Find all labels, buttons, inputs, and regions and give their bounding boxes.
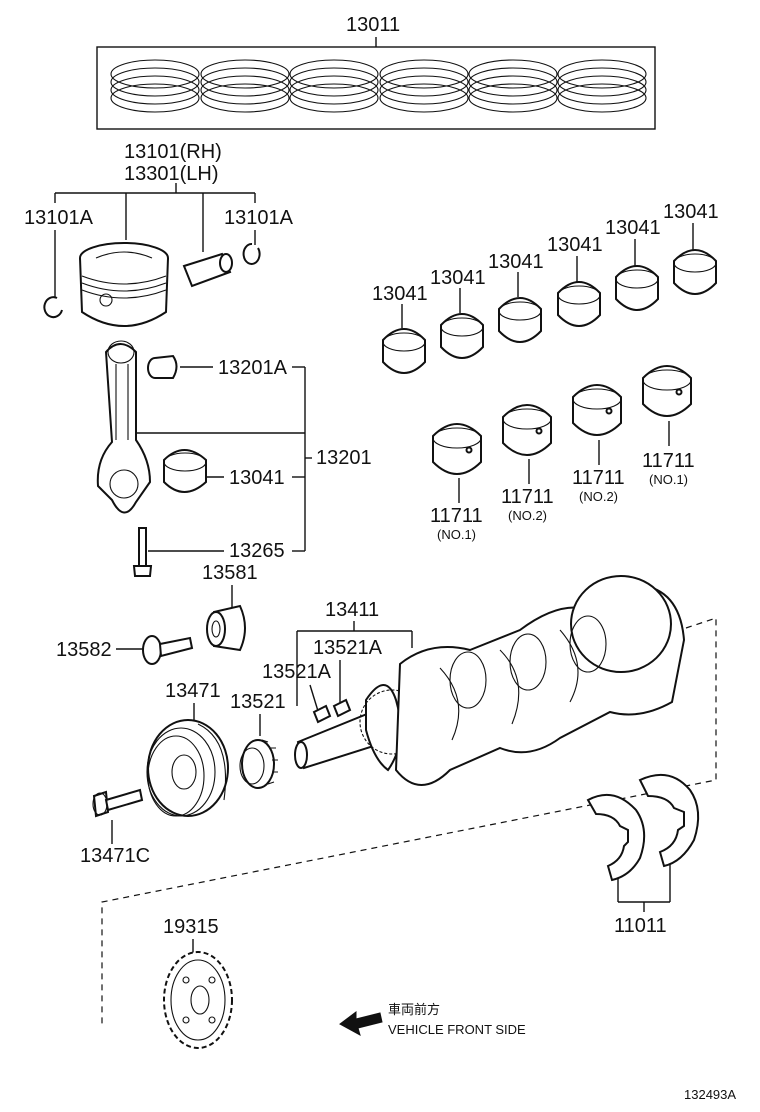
piston-pin bbox=[182, 252, 233, 288]
main-bearings: 11711 (NO.1) 11711 (NO.2) 11711 (NO.2) 1… bbox=[430, 365, 695, 542]
pulley-group: 13471 13521 13471C bbox=[80, 680, 286, 867]
label-11711-b: 11711 bbox=[501, 486, 554, 508]
label-13582: 13582 bbox=[56, 639, 112, 661]
note-11711-b: (NO.2) bbox=[508, 508, 547, 523]
crank-pulley bbox=[146, 719, 229, 817]
figure-id: 132493A bbox=[684, 1087, 736, 1102]
label-11011: 11011 bbox=[614, 915, 667, 937]
signal-plate bbox=[163, 951, 233, 1049]
piston-group: 13101(RH) 13301(LH) 13101A 13101A bbox=[24, 141, 294, 327]
label-11711-a: 11711 bbox=[430, 505, 483, 527]
label-13471: 13471 bbox=[165, 680, 221, 702]
label-13201a: 13201A bbox=[218, 357, 288, 379]
bolt-13582 bbox=[142, 635, 194, 665]
label-13471c: 13471C bbox=[80, 845, 150, 867]
label-13581: 13581 bbox=[202, 562, 258, 584]
front-label-en: VEHICLE FRONT SIDE bbox=[388, 1022, 526, 1037]
connecting-rod-group: 13201A 13201 13041 13265 bbox=[96, 340, 372, 577]
washer-plate-13581 bbox=[206, 604, 246, 652]
piston bbox=[79, 242, 169, 327]
label-13041-b4: 13041 bbox=[547, 234, 603, 256]
label-13201: 13201 bbox=[316, 447, 372, 469]
vehicle-front-indicator: 車両前方 VEHICLE FRONT SIDE bbox=[339, 1002, 526, 1037]
crankshaft-group: 13411 13521A 13521A bbox=[262, 575, 686, 786]
front-label-jp: 車両前方 bbox=[388, 1002, 440, 1017]
label-13265: 13265 bbox=[229, 540, 285, 562]
plate-and-bolt: 13581 13582 bbox=[56, 562, 258, 665]
note-11711-d: (NO.1) bbox=[649, 472, 688, 487]
timing-gear bbox=[239, 739, 278, 789]
label-13521: 13521 bbox=[230, 691, 286, 713]
conrod-bearing bbox=[163, 449, 207, 493]
signal-plate-group: 19315 bbox=[163, 916, 233, 1049]
label-13041-b3: 13041 bbox=[488, 251, 544, 273]
label-13411: 13411 bbox=[325, 599, 379, 621]
label-13101a-right: 13101A bbox=[224, 207, 294, 229]
bearing-shells: 13041 13041 13041 13041 13041 13041 bbox=[372, 201, 719, 374]
label-19315: 19315 bbox=[163, 916, 219, 938]
note-11711-a: (NO.1) bbox=[437, 527, 476, 542]
crankshaft bbox=[294, 575, 686, 786]
thrust-washers: 11011 bbox=[586, 773, 700, 937]
label-13041-conrod: 13041 bbox=[229, 467, 285, 489]
label-13041-b5: 13041 bbox=[605, 217, 661, 239]
note-11711-c: (NO.2) bbox=[579, 489, 618, 504]
front-arrow-icon bbox=[339, 1011, 383, 1037]
label-13521a-right: 13521A bbox=[313, 637, 383, 659]
label-13011: 13011 bbox=[346, 14, 400, 36]
label-13101a-left: 13101A bbox=[24, 207, 94, 229]
label-13301-lh: 13301(LH) bbox=[124, 163, 219, 185]
label-13041-b6: 13041 bbox=[663, 201, 719, 223]
label-13041-b2: 13041 bbox=[430, 267, 486, 289]
conrod-bolt bbox=[132, 527, 153, 577]
label-13101-rh: 13101(RH) bbox=[124, 141, 222, 163]
pulley-bolt bbox=[92, 788, 144, 818]
piston-ring-set: 13011 bbox=[96, 14, 656, 130]
label-11711-d: 11711 bbox=[642, 450, 695, 472]
label-11711-c: 11711 bbox=[572, 467, 625, 489]
label-13041-b1: 13041 bbox=[372, 283, 428, 305]
exploded-view-frame bbox=[101, 617, 717, 1028]
